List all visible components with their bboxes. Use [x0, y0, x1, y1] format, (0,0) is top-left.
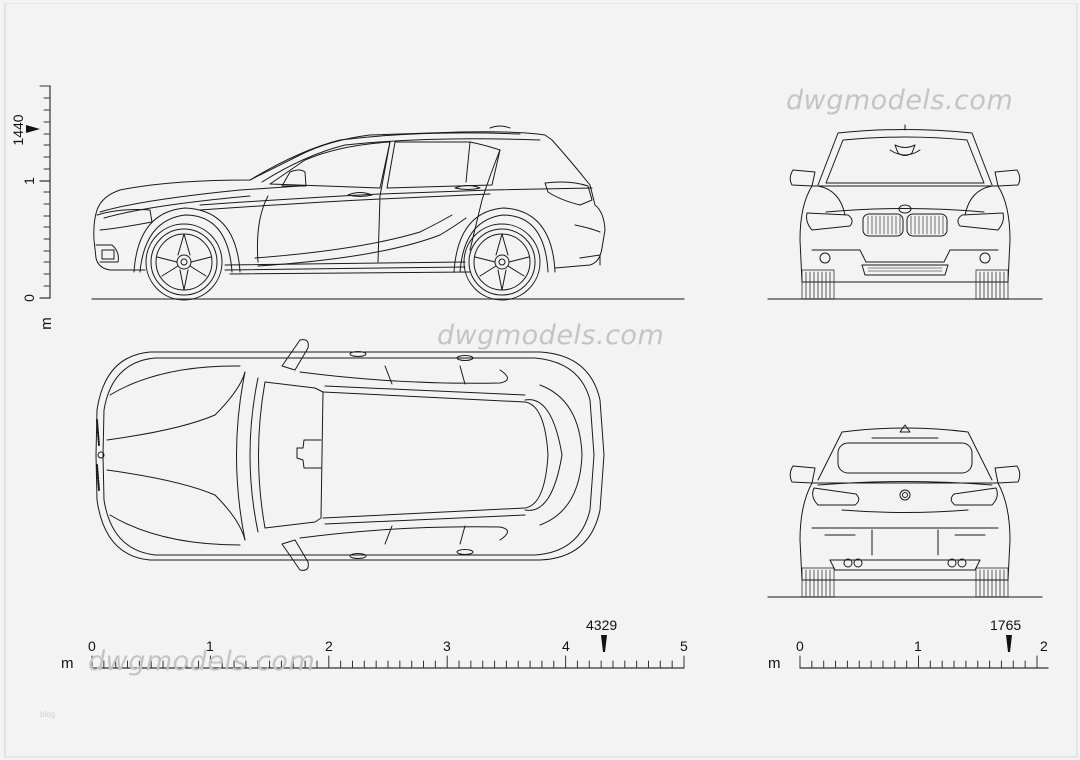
rear-wheel-spokes: [474, 233, 530, 291]
height-marker-icon: [26, 125, 40, 133]
top-view: [95, 339, 605, 571]
length-ruler: [91, 635, 685, 669]
width-ruler: [799, 635, 1049, 669]
width-ruler-tick-2: 2: [1040, 638, 1048, 654]
page-frame: [4, 3, 1078, 758]
front-tyres: [801, 269, 1009, 300]
front-wheel-spokes: [156, 233, 212, 291]
length-ruler-unit: m: [61, 655, 74, 672]
width-ruler-marker-value: 1765: [990, 617, 1022, 633]
length-ruler-tick-0: 0: [88, 638, 96, 654]
length-ruler-tick-1: 1: [206, 638, 214, 654]
watermark-bottom-left: dwgmodels.com: [88, 646, 316, 677]
grille-slats: [867, 215, 944, 235]
width-marker-icon: [1006, 635, 1012, 652]
vertical-ruler-unit: m: [37, 317, 55, 330]
vertical-ruler-tick-0: 0: [20, 294, 37, 302]
rear-tyres: [801, 567, 1009, 598]
rear-view: [767, 424, 1043, 598]
vertical-ruler-marker-value: 1440: [10, 114, 26, 146]
front-view: [767, 124, 1043, 300]
vertical-ruler-tick-1: 1: [20, 177, 37, 185]
side-view: [91, 125, 685, 301]
length-ruler-tick-3: 3: [443, 638, 451, 654]
length-marker-icon: [601, 635, 607, 652]
corner-text: blog: [40, 710, 56, 719]
length-ruler-tick-4: 4: [562, 638, 570, 654]
length-ruler-marker-value: 4329: [586, 617, 618, 633]
width-ruler-tick-0: 0: [796, 638, 804, 654]
width-ruler-unit: m: [768, 655, 781, 672]
watermark-center: dwgmodels.com: [437, 320, 665, 351]
width-ruler-tick-1: 1: [914, 638, 922, 654]
length-ruler-tick-2: 2: [325, 638, 333, 654]
vertical-ruler: [26, 85, 51, 299]
length-ruler-tick-5: 5: [680, 638, 688, 654]
watermark-top-right: dwgmodels.com: [786, 85, 1014, 116]
